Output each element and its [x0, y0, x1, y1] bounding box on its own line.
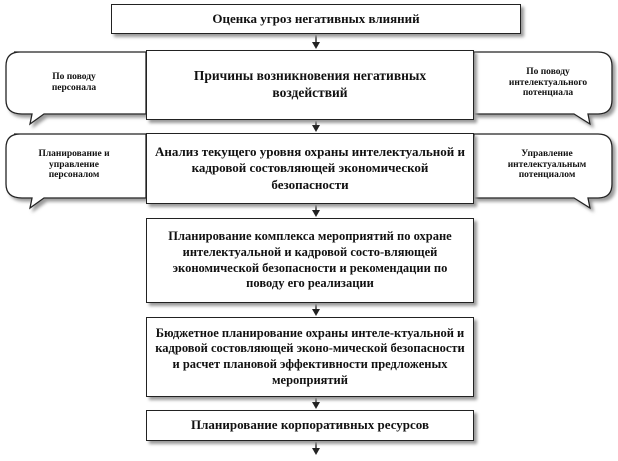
step-3-box: Анализ текущего уровня охраны интелектуа…: [146, 133, 474, 204]
callout-right-1-shape: [473, 51, 613, 126]
step-6-box: Планирование корпоративных ресурсов: [146, 410, 474, 441]
callout-right-1: По поводу интелектуального потенциала: [508, 66, 588, 99]
step-4-box: Планирование комплекса мероприятий по ох…: [146, 218, 474, 303]
arrow-2: [312, 121, 320, 132]
step-4-text: Планирование комплекса мероприятий по ох…: [168, 229, 452, 291]
arrow-4: [312, 304, 320, 316]
callout-left-2-shape: [5, 133, 147, 210]
step-5-box: Бюджетное планирование охраны интеле-кту…: [146, 317, 474, 397]
arrow-6: [312, 442, 320, 455]
arrow-3: [312, 205, 320, 217]
step-1-text: Оценка угроз негативных влияний: [212, 10, 420, 26]
callout-left-1-shape: [5, 51, 147, 126]
arrow-5: [312, 398, 320, 409]
callout-left-1: По поводу персонала: [51, 72, 97, 93]
step-6-text: Планирование корпоративных ресурсов: [191, 417, 429, 433]
step-2-box: Причины возникновения негативных воздейс…: [146, 50, 474, 120]
callout-right-2-shape: [473, 133, 613, 210]
callout-right-2: Управление интелектуальным потенциалом: [507, 148, 587, 181]
step-2-text: Причины возникновения негативных воздейс…: [193, 68, 427, 100]
callout-left-2: Планирование и управление персоналом: [38, 148, 110, 181]
step-5-text: Бюджетное планирование охраны интеле-кту…: [155, 325, 465, 387]
arrow-1: [312, 35, 320, 49]
step-3-text: Анализ текущего уровня охраны интелектуа…: [154, 144, 466, 192]
step-1-box: Оценка угроз негативных влияний: [111, 4, 521, 34]
